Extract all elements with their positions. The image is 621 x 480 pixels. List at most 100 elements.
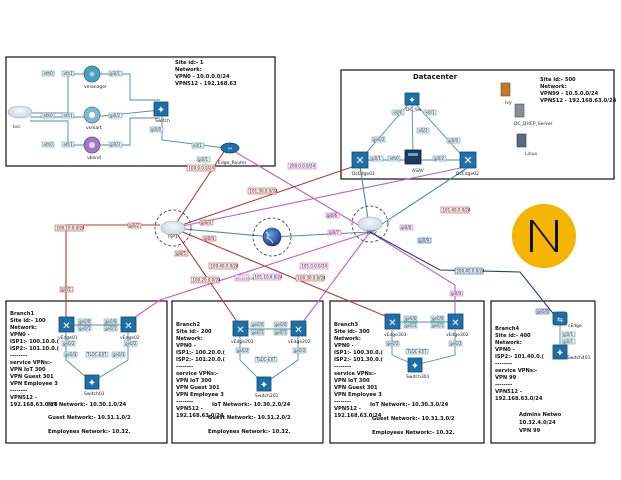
svg-text:gi0/1: gi0/1 (61, 287, 72, 292)
svg-text:⇆: ⇆ (557, 316, 563, 324)
svg-text:Network:: Network: (334, 336, 361, 342)
svg-text:✦: ✦ (157, 105, 165, 116)
linux-server-icon[interactable]: Linux (516, 133, 537, 157)
svg-text:✕: ✕ (451, 318, 459, 329)
svg-text:ge0/0: ge0/0 (252, 322, 264, 327)
branch4-notes: Admins Netwo 10.32.4.0/24 VPN 99 (519, 412, 562, 434)
link (127, 231, 371, 323)
svg-text:e0/1: e0/1 (426, 110, 435, 115)
dc-switch-icon[interactable]: ✦ DC_Sw (404, 92, 422, 113)
svg-text:200.0.0.0/24: 200.0.0.0/24 (290, 164, 316, 169)
link (172, 227, 273, 238)
svg-text:gi0/0: gi0/0 (151, 127, 162, 132)
svg-text:ge0/2: ge0/2 (237, 348, 249, 353)
branch3-ports: ge0/0 ge0/1 ge0/0 ge0/1 ge0/2 ge0/2 TLOC… (385, 315, 463, 355)
branch4-box (490, 300, 596, 444)
svg-text:TLOC-EXT: TLOC-EXT (255, 357, 276, 362)
switch401-icon[interactable]: ✦ Switch401 (552, 344, 591, 361)
switch301-icon[interactable]: ✦ Switch301 (406, 357, 430, 380)
svg-text:service VPNs:-: service VPNs:- (334, 371, 376, 377)
svg-text:e0/0: e0/0 (394, 110, 403, 115)
branch-internal-links (65, 321, 561, 385)
vedge302-icon[interactable]: ✕ vEdge302 (446, 313, 469, 338)
svg-text:e0/1: e0/1 (193, 143, 202, 148)
branch3-info: Branch3 Site id:- 300 Network: VPN0 - IS… (334, 322, 383, 419)
device-label: ASAV (412, 168, 425, 174)
branch1-info: Branch1 Site id:- 100 Network: VPN0 - IS… (10, 311, 59, 408)
device-label: Switch (155, 118, 170, 124)
svg-text:VPN Guest 301: VPN Guest 301 (334, 385, 378, 391)
vsmart-icon[interactable]: vsmart (83, 106, 102, 131)
svg-text:Network:: Network: (175, 67, 202, 73)
vedge202-icon[interactable]: ✕ vEdge202 (288, 320, 311, 345)
device-label: Edge_Router (218, 160, 247, 166)
site1-info: Site id:- 1 Network: VPN0 - 10.0.0.0/24 … (175, 60, 237, 87)
svg-text:100.20.0.0/24: 100.20.0.0/24 (193, 278, 222, 283)
site1-ports: eth0 eth0 eth0 eth1 eth1 eth1 gi0/1 gi0/… (41, 70, 211, 163)
link (271, 231, 371, 238)
isp2-cloud[interactable]: ISP2 (351, 205, 389, 243)
switch201-icon[interactable]: ✦ Switch201 (255, 376, 279, 399)
vbond-icon[interactable]: vbond (83, 136, 101, 161)
cedge-icon[interactable]: ⇆ cEdge (552, 311, 582, 329)
asav-icon[interactable]: ASAV (404, 149, 425, 174)
svg-text:ge0/1: ge0/1 (405, 323, 417, 328)
vedge301-icon[interactable]: ✕ vEdge301 (384, 313, 407, 338)
isp1-cloud[interactable]: ISP1 (154, 209, 192, 247)
dhcp-server-icon[interactable]: DC_DHCP_Server (514, 103, 553, 127)
svg-text:VPN Employee 3: VPN Employee 3 (10, 381, 58, 387)
svg-text:--------: -------- (495, 382, 512, 388)
svg-text:VPN0 -: VPN0 - (334, 343, 354, 349)
datacenter-info: Site id:- 500 Network: VPN99 - 10.5.0.0/… (540, 77, 617, 104)
site1-switch-icon[interactable]: ✦ Switch (153, 101, 170, 124)
device-label: vEdge302 (446, 332, 469, 338)
vmanager-icon[interactable]: ✳ vmanager (83, 65, 107, 90)
svg-text:200.40.0.0/24: 200.40.0.0/24 (457, 269, 486, 274)
vedge01-icon[interactable]: ✕ vEdge01 (58, 316, 78, 341)
switch01-icon[interactable]: ✦ Switch01 (84, 374, 105, 397)
svg-text:gi0/9: gi0/9 (419, 238, 430, 243)
svg-text:gi0/2: gi0/2 (434, 156, 445, 161)
svg-text:ge0/1: ge0/1 (79, 326, 91, 331)
svg-text:VPN512 -: VPN512 - (10, 395, 37, 401)
svg-text:VPN 99: VPN 99 (519, 428, 541, 434)
edge-router-icon[interactable]: ↔ Edge_Router (218, 142, 247, 166)
svg-text:service VPNs:-: service VPNs:- (495, 368, 537, 374)
branch2-notes: IoT Network:- 10.30.2.0/24 Guest Network… (208, 402, 291, 435)
branch4-ports: ge0/0 gi0/1 gi0/1 (535, 308, 576, 345)
device-label: Switch301 (406, 374, 430, 380)
vedge02-icon[interactable]: ✕ vEdge02 (120, 316, 140, 341)
link (226, 146, 371, 233)
svg-text:Guest Network:- 10.31.3.0/2: Guest Network:- 10.31.3.0/2 (372, 416, 455, 422)
internet-globe-icon[interactable] (252, 217, 292, 257)
svg-text:VPN512 - 192.168.63.0/24: VPN512 - 192.168.63.0/24 (540, 98, 617, 104)
svg-text:VPN Employee 3: VPN Employee 3 (176, 392, 224, 398)
device-label: Switch201 (255, 393, 279, 399)
vedge201-icon[interactable]: ✕ vEdge201 (231, 320, 254, 345)
branch3-notes: IoT Network:- 10.30.3.0/24 Guest Network… (370, 402, 455, 436)
device-label: vsmart (86, 125, 102, 131)
svg-text:eth0: eth0 (44, 113, 54, 118)
svg-text:ge0/1: ge0/1 (252, 330, 264, 335)
svg-text:gi0/1: gi0/1 (371, 156, 382, 161)
svg-text:VPN512 -: VPN512 - (334, 406, 361, 412)
svg-text:Network:: Network: (540, 84, 567, 90)
svg-text:VPN0 -: VPN0 - (176, 343, 196, 349)
svg-text:192.168.63.0/24: 192.168.63.0/24 (334, 413, 382, 419)
svg-text:Site id:- 1: Site id:- 1 (175, 60, 204, 66)
svg-text:ge0/2: ge0/2 (373, 137, 385, 142)
svg-text:Network:: Network: (495, 340, 522, 346)
svg-text:Network:: Network: (10, 325, 37, 331)
svg-text:✦: ✦ (556, 348, 564, 359)
server-icon[interactable]: Ivy (500, 82, 512, 106)
svg-text:IoT Network:- 10.30.2.0/24: IoT Network:- 10.30.2.0/24 (212, 402, 291, 408)
device-label: DcEdge01 (352, 171, 375, 177)
svg-text:Branch4: Branch4 (495, 326, 519, 332)
svg-text:Branch1: Branch1 (10, 311, 34, 317)
link (172, 146, 228, 229)
svg-text:gi0/3: gi0/3 (110, 142, 121, 147)
dcedge01-icon[interactable]: ✕ DcEdge01 (351, 151, 375, 177)
dcedge02-icon[interactable]: ✕ DcEdge02 (456, 151, 479, 177)
svg-text:VPN512 -: VPN512 - (495, 389, 522, 395)
link (369, 165, 471, 233)
